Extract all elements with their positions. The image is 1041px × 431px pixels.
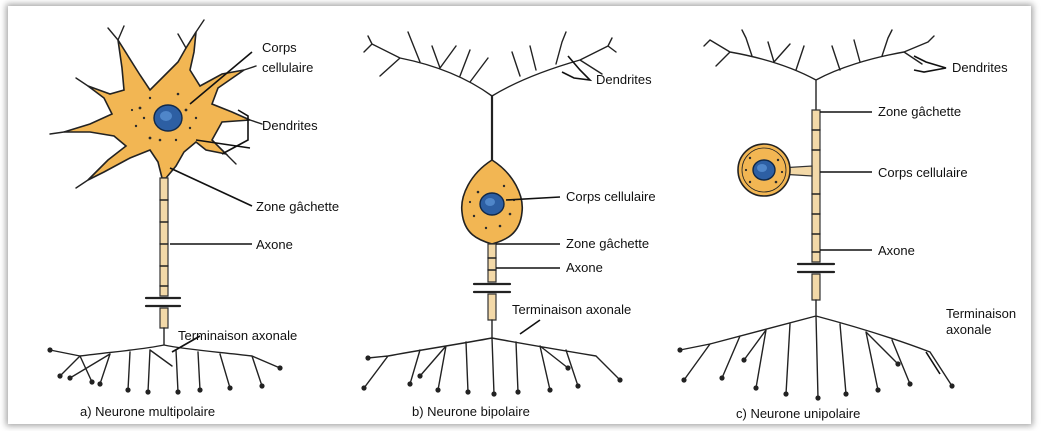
label-axone-c: Axone — [878, 243, 915, 258]
cell-body-multipolar — [64, 32, 250, 180]
label-axone-b: Axone — [566, 260, 603, 275]
label-terminaison-b: Terminaison axonale — [512, 302, 631, 317]
label-terminaison-c-line1: Terminaison — [946, 306, 1016, 321]
neuron-multipolar: Corps cellulaire Dendrites Zone gâchette… — [47, 20, 339, 419]
label-dendrites-a: Dendrites — [262, 118, 318, 133]
label-dendrites-b: Dendrites — [596, 72, 652, 87]
label-corps-line2: cellulaire — [262, 60, 313, 75]
caption-c: c) Neurone unipolaire — [736, 406, 860, 421]
dendrites-unipolar — [704, 30, 934, 110]
label-corps-b: Corps cellulaire — [566, 189, 656, 204]
label-corps-line1: Corps — [262, 40, 297, 55]
axon-terminals-unipolar — [677, 300, 954, 401]
caption-b: b) Neurone bipolaire — [412, 404, 530, 419]
caption-a: a) Neurone multipolaire — [80, 404, 215, 419]
axon-multipolar — [160, 178, 168, 296]
neuron-diagram: Corps cellulaire Dendrites Zone gâchette… — [8, 6, 1031, 424]
label-terminaison-c-line2: axonale — [946, 322, 992, 337]
neuron-unipolar: Dendrites Zone gâchette Corps cellulaire… — [677, 30, 1016, 421]
axon-terminals-bipolar — [361, 320, 622, 397]
label-corps-c: Corps cellulaire — [878, 165, 968, 180]
figure-frame: Corps cellulaire Dendrites Zone gâchette… — [8, 6, 1031, 424]
label-dendrites-c: Dendrites — [952, 60, 1008, 75]
label-zone-a: Zone gâchette — [256, 199, 339, 214]
label-zone-b: Zone gâchette — [566, 236, 649, 251]
axon-bipolar — [488, 244, 496, 282]
label-axone-a: Axone — [256, 237, 293, 252]
label-terminaison-a: Terminaison axonale — [178, 328, 297, 343]
label-zone-c: Zone gâchette — [878, 104, 961, 119]
neuron-bipolar: Dendrites Corps cellulaire Zone gâchette… — [361, 32, 655, 419]
dendrites-bipolar — [364, 32, 616, 132]
axon-unipolar — [812, 110, 820, 262]
